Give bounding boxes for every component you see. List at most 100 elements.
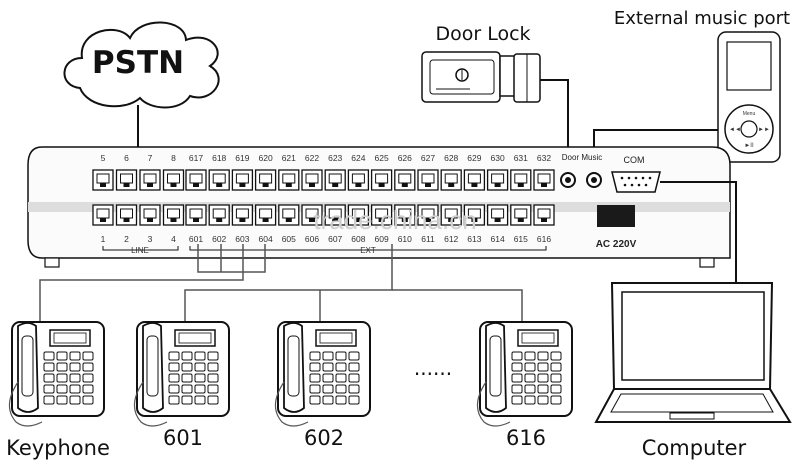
bottom-port-number: 610 bbox=[398, 234, 412, 244]
bottom-port-number: 611 bbox=[421, 234, 435, 244]
top-port-number: 622 bbox=[305, 153, 319, 163]
pstn-label: PSTN bbox=[92, 45, 184, 81]
door-lock-cable bbox=[540, 79, 569, 175]
top-port-number: 617 bbox=[189, 153, 203, 163]
top-port-number: 624 bbox=[351, 153, 365, 163]
menu-label: Menu bbox=[743, 111, 756, 117]
top-port-number: 632 bbox=[537, 153, 551, 163]
top-port-number: 626 bbox=[398, 153, 412, 163]
bottom-port bbox=[115, 204, 138, 226]
top-port bbox=[440, 169, 462, 191]
bottom-port-number: 1 bbox=[101, 234, 106, 244]
top-port bbox=[510, 169, 532, 191]
bottom-port-number: 605 bbox=[282, 234, 296, 244]
top-port bbox=[162, 169, 185, 191]
bottom-port bbox=[394, 204, 416, 226]
keyphone bbox=[8, 321, 105, 427]
top-port-number: 629 bbox=[467, 153, 481, 163]
external-music-port-label: External music port bbox=[614, 8, 790, 29]
bottom-port-number: 3 bbox=[148, 234, 153, 244]
phone-601 bbox=[133, 321, 230, 427]
door-music-label: Door Music bbox=[562, 153, 602, 162]
bottom-port bbox=[301, 204, 323, 226]
bottom-port-number: 601 bbox=[189, 234, 203, 244]
bottom-port-number: 2 bbox=[124, 234, 129, 244]
top-port-row bbox=[92, 169, 555, 191]
top-port bbox=[486, 169, 509, 191]
bottom-port bbox=[185, 204, 207, 226]
top-port bbox=[278, 169, 300, 191]
bottom-port bbox=[162, 204, 185, 226]
bottom-port bbox=[370, 204, 393, 226]
phone-group bbox=[8, 321, 573, 427]
bottom-port-number: 608 bbox=[351, 234, 365, 244]
top-port-number: 618 bbox=[212, 153, 226, 163]
com-label: COM bbox=[624, 155, 645, 165]
bottom-port bbox=[463, 204, 486, 226]
power-socket bbox=[597, 205, 635, 227]
bottom-port-number: 616 bbox=[537, 234, 551, 244]
bottom-port bbox=[417, 204, 439, 226]
bottom-port bbox=[278, 204, 300, 226]
bottom-port-number: 602 bbox=[212, 234, 226, 244]
top-port-number: 6 bbox=[124, 153, 129, 163]
top-port-number: 631 bbox=[514, 153, 528, 163]
top-port bbox=[231, 169, 254, 191]
bottom-port-number: 614 bbox=[491, 234, 505, 244]
bottom-port-row bbox=[92, 204, 555, 226]
watermark: trade.china.cn bbox=[313, 205, 476, 235]
top-port bbox=[463, 169, 486, 191]
top-port bbox=[92, 169, 114, 191]
top-port-number: 623 bbox=[328, 153, 342, 163]
bottom-port-number: 606 bbox=[305, 234, 319, 244]
door-lock-label: Door Lock bbox=[435, 23, 530, 45]
bottom-port bbox=[510, 204, 532, 226]
play-pause-icon: ►II bbox=[744, 143, 754, 149]
bottom-port-number: 609 bbox=[375, 234, 389, 244]
bottom-port-number: 604 bbox=[259, 234, 273, 244]
extension-wiring bbox=[39, 244, 523, 322]
pbx-foot-right bbox=[699, 257, 715, 268]
top-port-number: 625 bbox=[375, 153, 389, 163]
ac-label: AC 220V bbox=[596, 239, 637, 250]
top-port-number: 619 bbox=[235, 153, 249, 163]
pstn-cloud: PSTN bbox=[63, 21, 220, 109]
bottom-port-number: 613 bbox=[467, 234, 481, 244]
com-cable bbox=[660, 181, 737, 282]
bottom-port bbox=[139, 204, 161, 226]
top-port bbox=[324, 169, 346, 191]
bottom-port-number: 615 bbox=[514, 234, 528, 244]
top-port bbox=[254, 169, 277, 191]
top-port bbox=[394, 169, 416, 191]
phone-602-label: 602 bbox=[304, 426, 344, 450]
computer-label: Computer bbox=[642, 436, 747, 460]
bottom-port bbox=[533, 204, 555, 226]
bottom-port bbox=[208, 204, 230, 226]
top-port-number: 5 bbox=[101, 153, 106, 163]
top-port bbox=[301, 169, 323, 191]
phone-616 bbox=[476, 321, 573, 427]
bottom-port bbox=[440, 204, 462, 226]
top-port-number: 620 bbox=[259, 153, 273, 163]
top-port-number: 630 bbox=[491, 153, 505, 163]
top-port bbox=[185, 169, 207, 191]
prev-icon: ◄◄ bbox=[729, 127, 741, 133]
top-port-number: 621 bbox=[282, 153, 296, 163]
line-group-label: LINE bbox=[131, 246, 149, 255]
top-port-number: 8 bbox=[171, 153, 176, 163]
bottom-port-number: 603 bbox=[235, 234, 249, 244]
top-port-number: 627 bbox=[421, 153, 435, 163]
bottom-port-number: 4 bbox=[171, 234, 176, 244]
top-port bbox=[139, 169, 161, 191]
bottom-port bbox=[92, 204, 114, 226]
bottom-port bbox=[486, 204, 509, 226]
pbx-foot-left bbox=[44, 257, 60, 268]
bottom-port bbox=[254, 204, 277, 226]
music-player-device: External music port Menu ◄◄ ►► ►II bbox=[614, 8, 790, 163]
door-lock-device: Door Lock bbox=[421, 23, 541, 103]
next-icon: ►► bbox=[758, 127, 770, 133]
phone-601-label: 601 bbox=[163, 426, 203, 450]
phone-602 bbox=[274, 321, 371, 427]
